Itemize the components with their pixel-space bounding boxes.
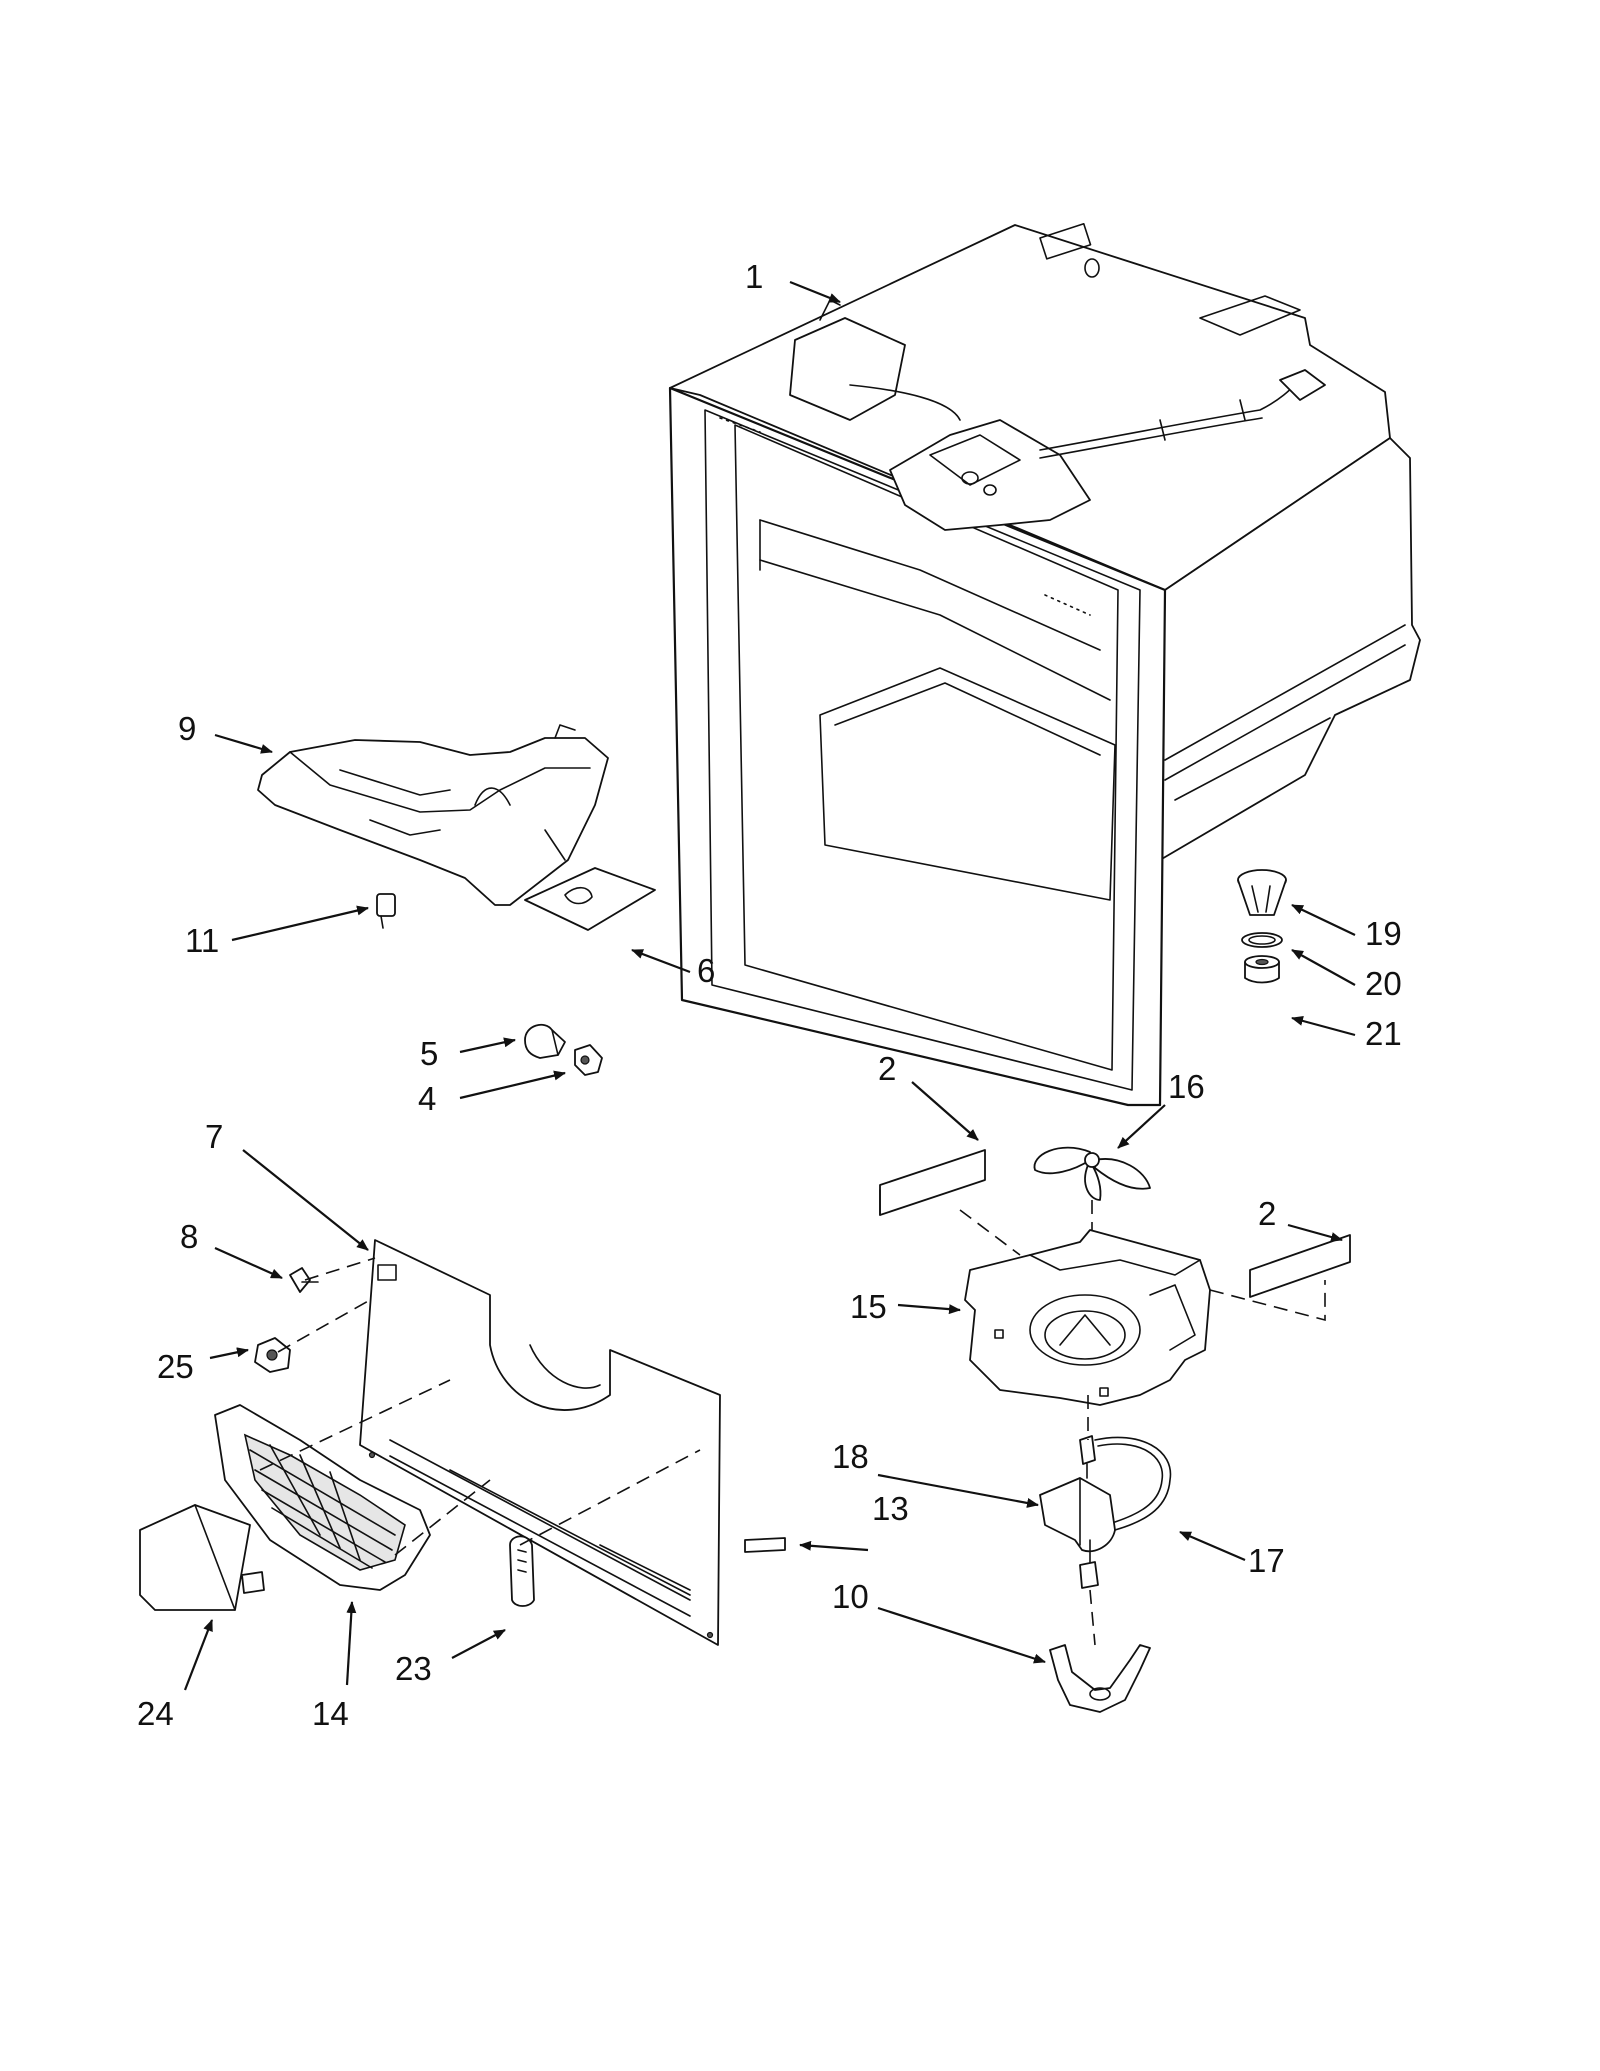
- part-8-screw: [289, 1267, 319, 1293]
- callout-1: 1: [745, 258, 763, 295]
- callout-15: 15: [850, 1288, 887, 1325]
- callout-7: 7: [205, 1118, 223, 1155]
- part-14-grille: [214, 1404, 431, 1591]
- callout-17: 17: [1248, 1542, 1285, 1579]
- callout-11: 11: [185, 922, 219, 959]
- callout-24: 24: [137, 1695, 174, 1732]
- part-1-freezer-liner: [668, 222, 1421, 1107]
- callout-8: 8: [180, 1218, 198, 1255]
- callout-10: 10: [832, 1578, 869, 1615]
- part-2-pad-right: [1249, 1234, 1351, 1298]
- part-6-label: [524, 867, 656, 931]
- part-25-bracket: [254, 1337, 291, 1373]
- part-15-shroud: [964, 1229, 1211, 1406]
- part-9-tray: [257, 724, 609, 906]
- callout-4: 4: [418, 1080, 436, 1117]
- callout-16: 16: [1168, 1068, 1205, 1105]
- callout-6: 6: [697, 952, 715, 989]
- assembly-lines: [259, 1200, 1326, 1646]
- part-21-plug: [1244, 955, 1280, 984]
- callout-2a: 2: [878, 1050, 896, 1087]
- part-10-bracket: [1049, 1644, 1151, 1713]
- callout-20: 20: [1365, 965, 1402, 1002]
- part-11-switch: [376, 893, 396, 929]
- part-20-ring: [1241, 932, 1283, 948]
- part-2-pad-left: [879, 1149, 986, 1216]
- part-19-funnel: [1237, 869, 1287, 916]
- part-13-strip: [744, 1537, 786, 1553]
- part-23-clip: [509, 1535, 535, 1607]
- callout-2b: 2: [1258, 1195, 1276, 1232]
- part-18-motor: [1039, 1435, 1116, 1589]
- part-4-socket: [574, 1044, 603, 1076]
- part-17-wire: [1094, 1436, 1172, 1531]
- callout-25: 25: [157, 1348, 194, 1385]
- callout-18: 18: [832, 1438, 869, 1475]
- callout-21: 21: [1365, 1015, 1402, 1052]
- callout-5: 5: [420, 1035, 438, 1072]
- callout-23: 23: [395, 1650, 432, 1687]
- callout-19: 19: [1365, 915, 1402, 952]
- callout-14: 14: [312, 1695, 349, 1732]
- part-16-fan-blade: [1033, 1146, 1151, 1201]
- part-5-bulb: [524, 1023, 566, 1059]
- callout-labels: 1 9 11 6 5 4 7 8 25 24 14 23 13 2 2 16 1…: [137, 258, 1402, 1732]
- callout-9: 9: [178, 710, 196, 747]
- part-7-rear-panel: [359, 1239, 721, 1646]
- callout-13: 13: [872, 1490, 909, 1527]
- part-24-cover: [139, 1504, 265, 1611]
- leader-lines: [183, 280, 1356, 1691]
